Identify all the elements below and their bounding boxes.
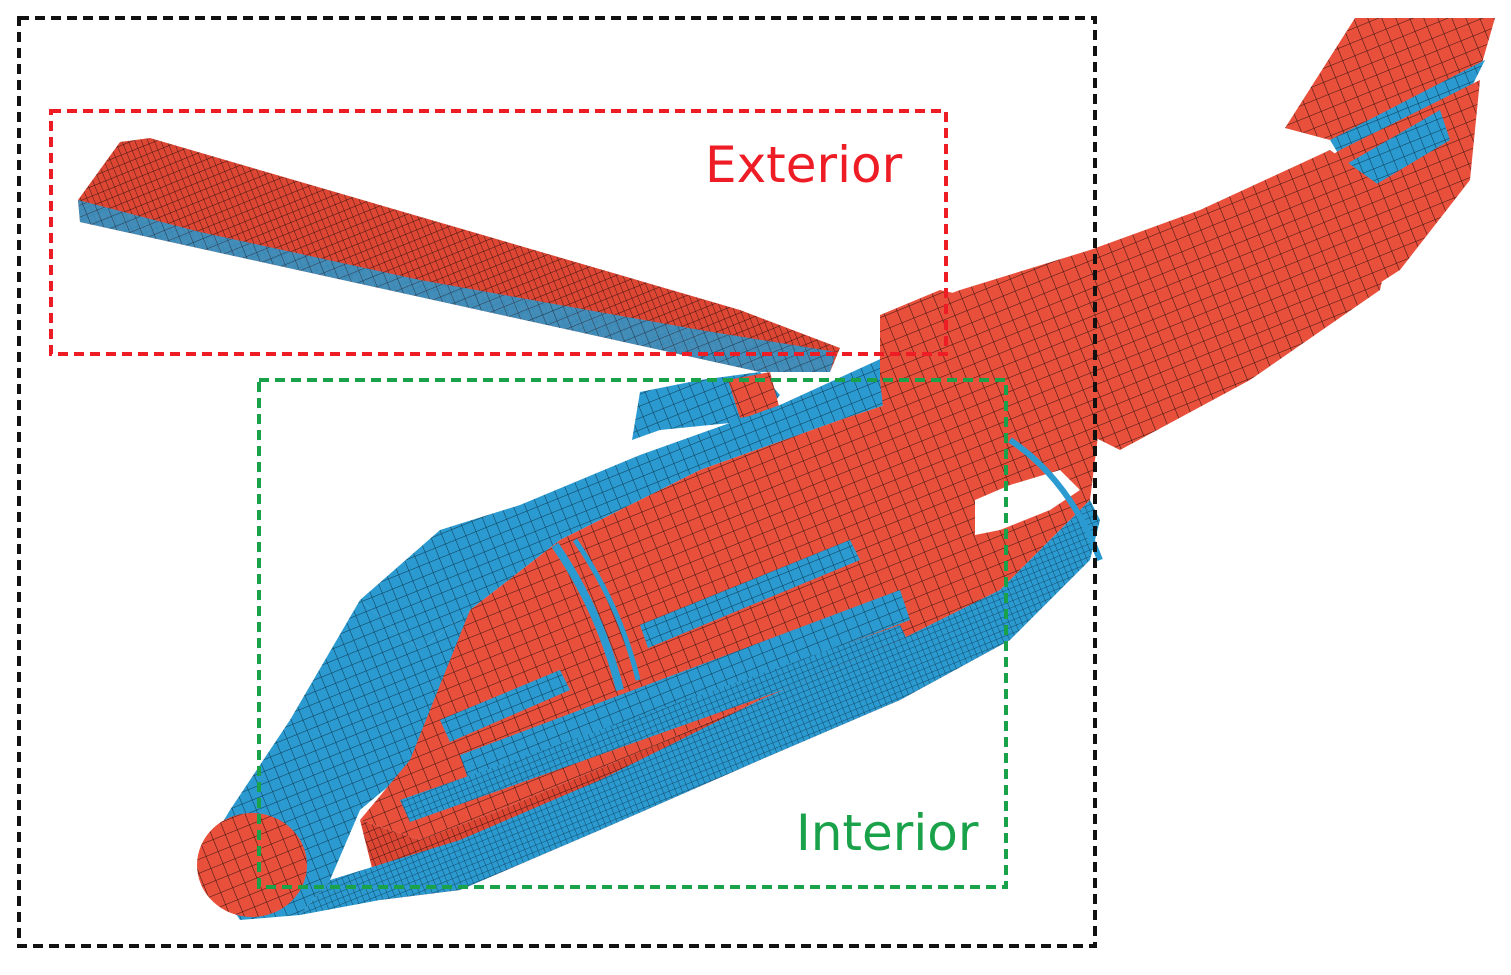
wing-upper-surface xyxy=(78,138,840,372)
frame-arc-3 xyxy=(1008,437,1103,562)
vertical-stabilizer xyxy=(1285,18,1495,140)
wing-lower-blue-skin xyxy=(78,200,836,372)
interior-region-box xyxy=(257,378,1008,889)
overall-model-box xyxy=(17,16,1097,948)
frame-arc-2 xyxy=(572,538,641,681)
exterior-region-box xyxy=(49,109,948,356)
floor-rail-2 xyxy=(440,670,570,742)
nose-tip xyxy=(197,813,307,917)
wing-carry-through xyxy=(880,290,990,610)
exterior-label: Exterior xyxy=(705,136,903,194)
floor-rail-1 xyxy=(640,540,860,648)
tail-cone-blue-skin xyxy=(1345,110,1450,200)
floor-rail-4 xyxy=(400,625,910,822)
wing xyxy=(78,138,840,440)
frame-cutout xyxy=(975,470,1080,535)
wing-root-red xyxy=(728,372,780,418)
belly-blue-edge xyxy=(300,500,1100,915)
aft-fuselage-shell xyxy=(880,150,1400,450)
frame-arc-1 xyxy=(551,542,624,691)
fuselage xyxy=(197,150,1400,920)
floor-rail-3 xyxy=(460,590,910,785)
interior-label: Interior xyxy=(796,804,979,862)
